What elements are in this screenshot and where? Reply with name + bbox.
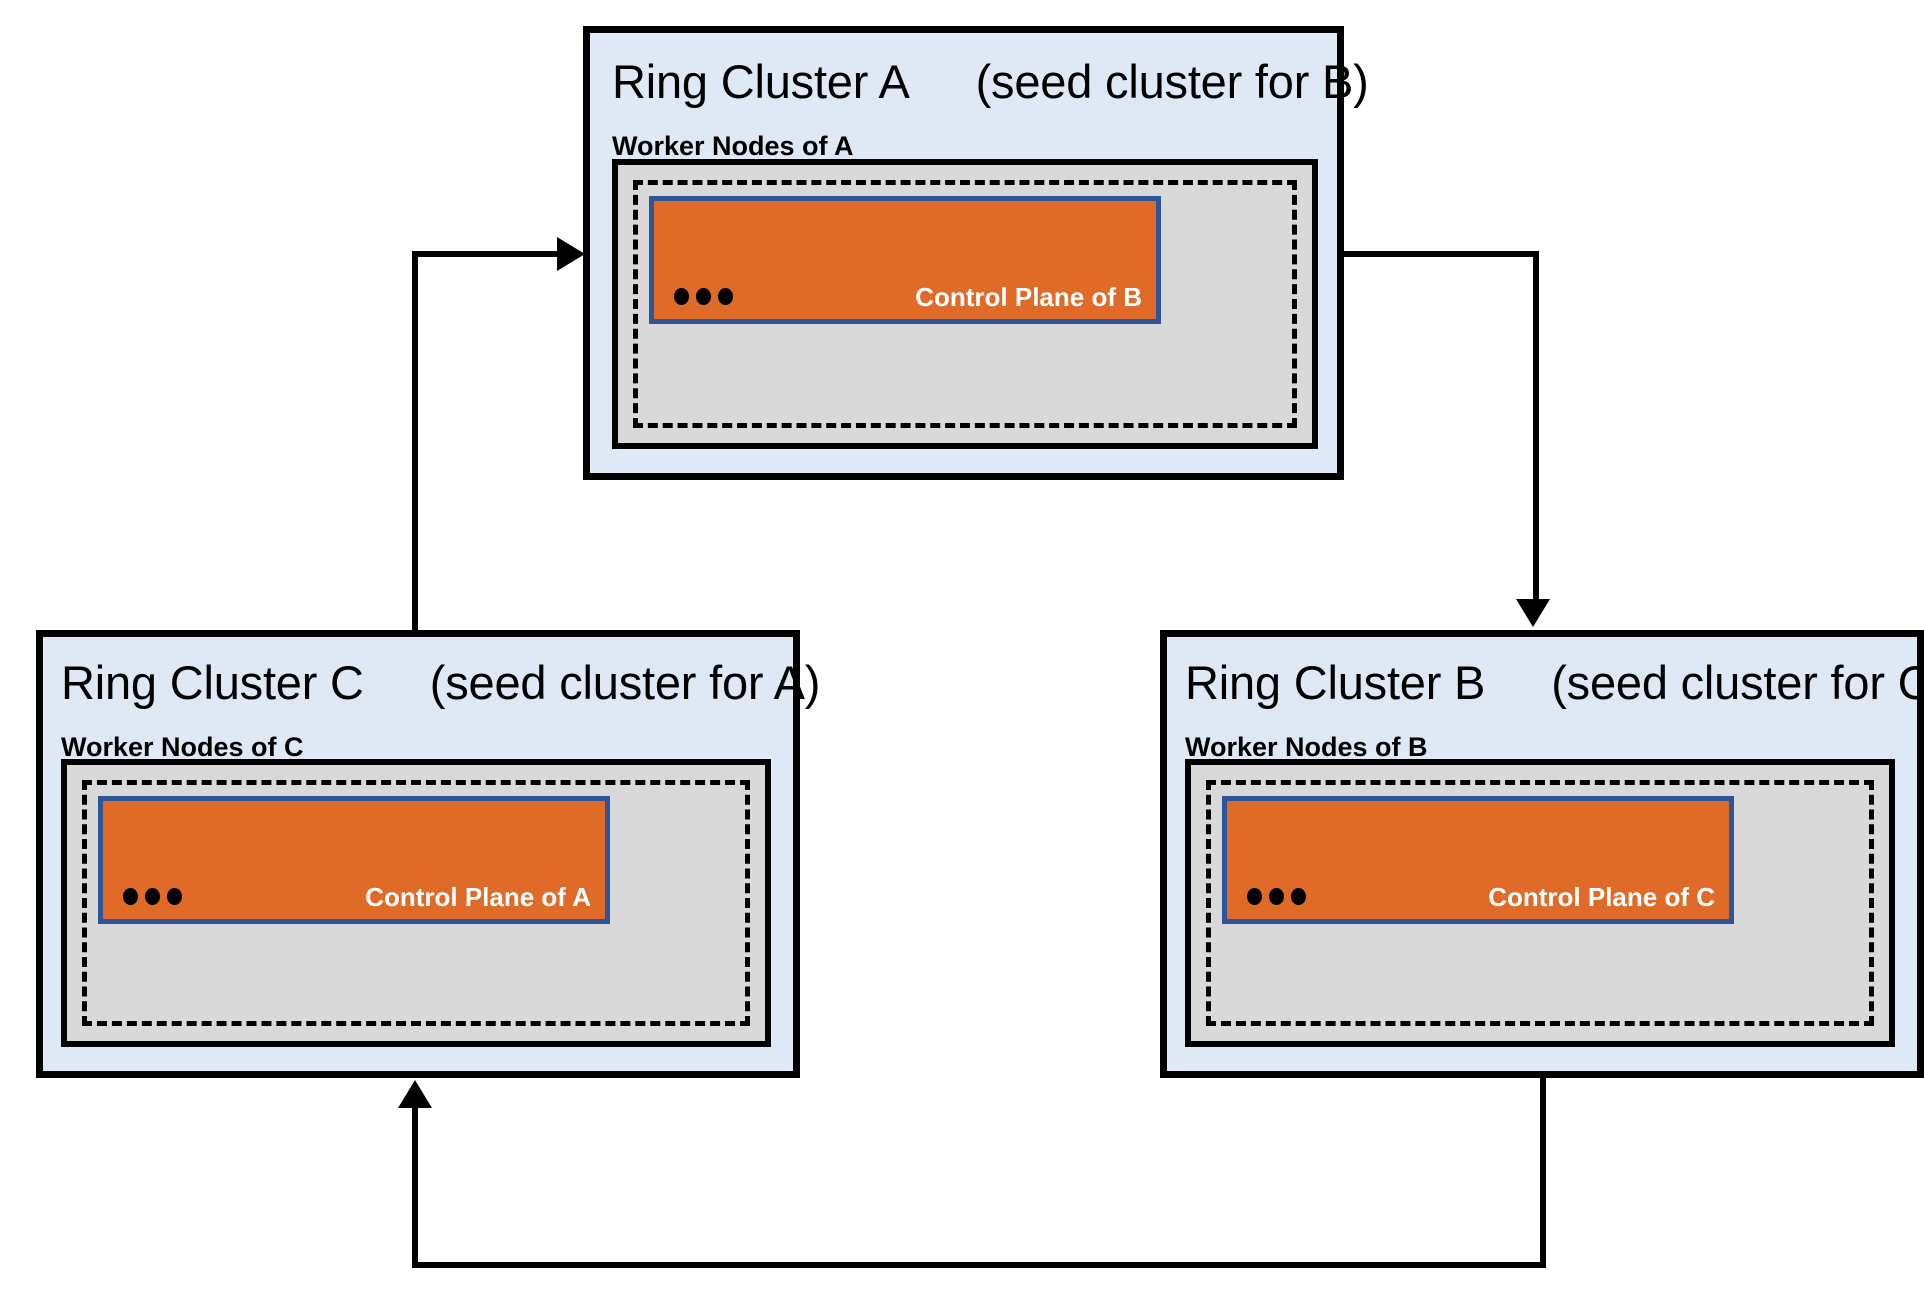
cluster-a-node-boundary-dashed: Control Plane of B [633,180,1297,428]
cluster-b-control-plane-label: Control Plane of C [1488,882,1715,912]
connector-c-to-a-horizontal [412,251,560,257]
cluster-c-control-plane-box[interactable]: Control Plane of A [98,796,610,924]
cluster-b-control-plane-box[interactable]: Control Plane of C [1222,796,1734,924]
connector-c-to-a-vertical [412,251,418,632]
cluster-b-worker-nodes-box[interactable]: Control Plane of C [1185,759,1895,1047]
cluster-c[interactable]: Ring Cluster C (seed cluster for A) Worke… [36,630,820,1078]
cluster-a-ellipsis-icon [674,288,733,305]
cluster-b-node-boundary-dashed: Control Plane of C [1206,780,1874,1026]
cluster-c-seed-note: (seed cluster for A) [429,656,821,709]
cluster-b-title-text: Ring Cluster B [1185,656,1486,709]
arrowhead-into-cluster-b-icon [1516,599,1550,627]
connector-b-to-c-horizontal [412,1262,1546,1268]
connector-b-to-c-vertical-right [1540,1078,1546,1268]
cluster-a-worker-nodes-box[interactable]: Control Plane of B [612,159,1318,449]
cluster-a[interactable]: Ring Cluster A (seed cluster for B) Worke… [583,26,1369,480]
arrowhead-into-cluster-a-icon [557,237,585,271]
cluster-c-worker-nodes-box[interactable]: Control Plane of A [61,759,771,1047]
cluster-b-seed-note: (seed cluster for C) [1551,656,1924,709]
cluster-a-control-plane-label: Control Plane of B [915,282,1142,312]
cluster-a-title: Ring Cluster A (seed cluster for B) [612,58,1369,105]
connector-a-to-b-horizontal [1344,251,1539,257]
cluster-a-seed-note: (seed cluster for B) [975,55,1369,108]
cluster-c-title: Ring Cluster C (seed cluster for A) [61,659,820,706]
cluster-c-control-plane-label: Control Plane of A [365,882,591,912]
connector-b-to-c-vertical-left [412,1108,418,1264]
arrowhead-into-cluster-c-icon [398,1080,432,1108]
cluster-c-worker-label: Worker Nodes of C [61,732,304,762]
cluster-b-ellipsis-icon [1247,888,1306,905]
cluster-b-title: Ring Cluster B (seed cluster for C) [1185,659,1924,706]
cluster-c-node-boundary-dashed: Control Plane of A [82,780,750,1026]
connector-a-to-b-vertical [1533,251,1539,599]
cluster-c-ellipsis-icon [123,888,182,905]
cluster-a-worker-label: Worker Nodes of A [612,131,854,161]
cluster-c-title-text: Ring Cluster C [61,656,364,709]
cluster-a-control-plane-box[interactable]: Control Plane of B [649,196,1161,324]
cluster-a-title-text: Ring Cluster A [612,55,910,108]
cluster-b[interactable]: Ring Cluster B (seed cluster for C) Worke… [1160,630,1924,1078]
cluster-b-worker-label: Worker Nodes of B [1185,732,1428,762]
